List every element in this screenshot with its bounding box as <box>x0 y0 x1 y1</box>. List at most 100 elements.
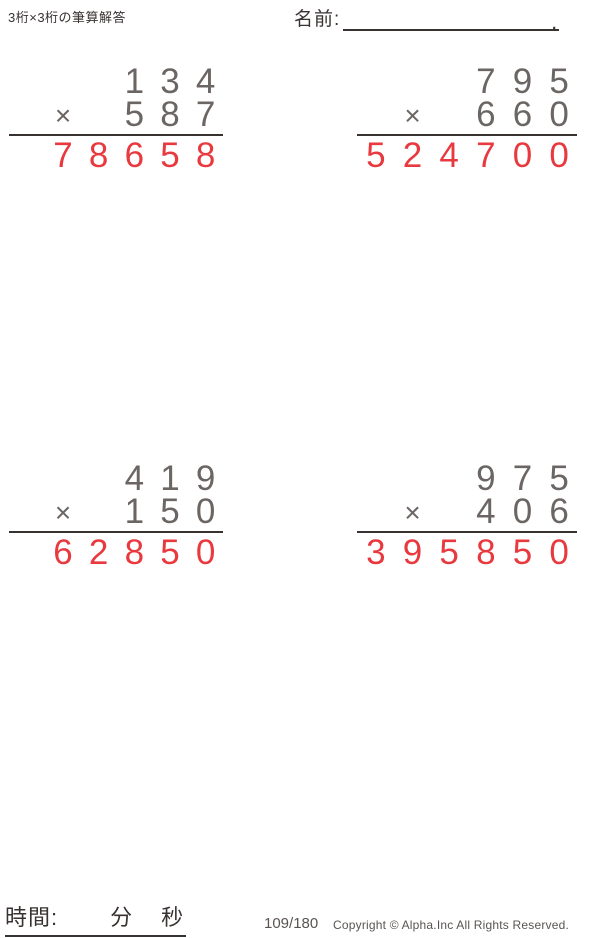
time-underline: 時間: 分 秒 <box>5 900 187 937</box>
digit: 5 <box>124 95 144 134</box>
digit: 5 <box>439 533 458 572</box>
empty-cell <box>430 98 467 134</box>
empty-cell <box>394 65 431 99</box>
empty-cell <box>45 65 81 99</box>
empty-cell <box>9 495 45 531</box>
empty-cell <box>9 98 45 134</box>
digit: 1 <box>124 492 144 531</box>
multiply-icon: × <box>54 100 71 131</box>
empty-cell <box>9 139 45 173</box>
seconds-label: 秒 <box>161 905 185 930</box>
digit: 9 <box>512 62 532 101</box>
digit: 5 <box>160 136 179 175</box>
digit: 7 <box>195 95 215 134</box>
digit: 5 <box>549 459 568 498</box>
digit: 4 <box>124 459 144 498</box>
digit: 0 <box>512 136 532 175</box>
copyright-notice: Copyright © Alpha.Inc All Rights Reserve… <box>333 918 570 932</box>
empty-cell <box>80 495 116 531</box>
digit: 3 <box>160 62 179 101</box>
empty-cell <box>357 65 394 99</box>
empty-cell <box>80 65 116 99</box>
digit: 2 <box>88 533 108 572</box>
digit: 5 <box>512 533 532 572</box>
digit: 7 <box>476 62 495 101</box>
digit: 6 <box>53 533 72 572</box>
digit: 0 <box>549 95 568 134</box>
digit: 4 <box>195 62 215 101</box>
digit: 3 <box>366 533 385 572</box>
minutes-label: 分 <box>110 905 134 930</box>
answer-rule <box>9 531 223 533</box>
multiply-icon: × <box>54 497 71 528</box>
digit: 8 <box>160 95 179 134</box>
digit: 0 <box>195 533 215 572</box>
name-underline: . <box>343 7 560 33</box>
empty-cell <box>430 495 467 531</box>
digit: 4 <box>476 492 495 531</box>
digit: 1 <box>124 62 144 101</box>
digit: 0 <box>195 492 215 531</box>
page-number: 109/180 <box>264 915 319 932</box>
digit: 2 <box>402 136 422 175</box>
digit: 5 <box>160 533 179 572</box>
digit: 8 <box>88 136 108 175</box>
time-label: 時間: <box>5 905 59 930</box>
time-field: 時間: 分 秒 <box>5 900 187 937</box>
answer-rule <box>357 134 577 136</box>
digit: 6 <box>549 492 568 531</box>
digit: 9 <box>402 533 422 572</box>
digit: 9 <box>476 459 495 498</box>
digit: 1 <box>160 459 179 498</box>
empty-cell <box>80 462 116 496</box>
empty-cell <box>430 462 467 496</box>
empty-cell <box>45 462 81 496</box>
digit: 0 <box>512 492 532 531</box>
digit: 6 <box>124 136 144 175</box>
empty-cell <box>9 65 45 99</box>
digit: 7 <box>512 459 532 498</box>
digit: 8 <box>195 136 215 175</box>
name-field: 名前: . <box>294 4 560 33</box>
empty-cell <box>357 98 394 134</box>
digit: 4 <box>439 136 458 175</box>
empty-cell <box>9 462 45 496</box>
digit: 8 <box>124 533 144 572</box>
digit: 7 <box>53 136 72 175</box>
digit: 5 <box>160 492 179 531</box>
digit: 6 <box>512 95 532 134</box>
name-period: . <box>552 16 557 33</box>
name-label: 名前: <box>294 9 341 30</box>
empty-cell <box>357 495 394 531</box>
digit: 0 <box>549 533 568 572</box>
multiply-icon: × <box>404 100 420 131</box>
digit: 6 <box>476 95 495 134</box>
empty-cell <box>357 462 394 496</box>
page-title: 3桁×3桁の筆算解答 <box>8 10 127 25</box>
digit: 7 <box>476 136 495 175</box>
digit: 0 <box>549 136 568 175</box>
answer-rule <box>9 134 223 136</box>
empty-cell <box>430 65 467 99</box>
empty-cell <box>80 98 116 134</box>
empty-cell <box>394 462 431 496</box>
digit: 5 <box>549 62 568 101</box>
multiply-icon: × <box>404 497 420 528</box>
